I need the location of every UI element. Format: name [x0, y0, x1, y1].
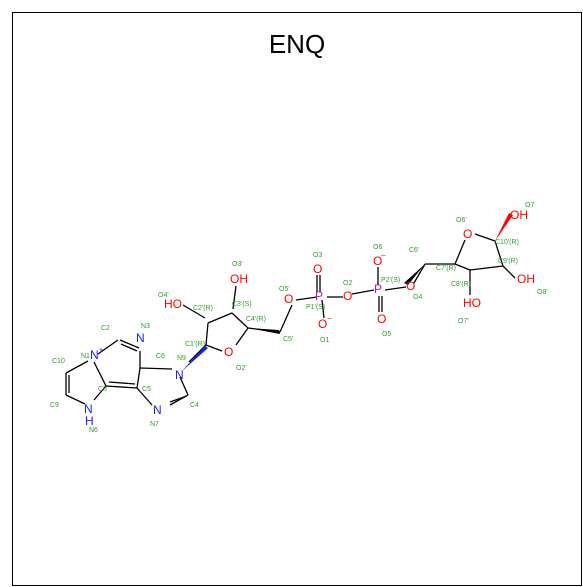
label-p2: P2'(S): [381, 277, 400, 284]
atom-oh-o7: OH: [510, 208, 528, 222]
wedge-bond-c6: [404, 264, 425, 285]
label-c1r: C1'(R): [185, 341, 205, 348]
label-o7p: O7': [458, 318, 469, 325]
label-o4: O4: [413, 294, 422, 301]
atom-ho-o7p: HO: [463, 296, 481, 310]
label-n1: N1: [81, 353, 90, 360]
label-c2: C2: [101, 325, 110, 332]
atom-nh: N: [84, 402, 93, 416]
atom-n9: N: [175, 368, 184, 382]
label-c5: C5: [142, 386, 151, 393]
atom-oh-top: OH: [230, 272, 248, 286]
label-o3: O3: [313, 252, 322, 259]
atom-o-neg1: O: [318, 317, 327, 331]
label-o6p: O6': [456, 217, 467, 224]
label-n9: N9: [177, 355, 186, 362]
atom-p2: P: [374, 282, 382, 296]
atom-n7: N: [153, 403, 162, 417]
atom-minus1: −: [327, 314, 332, 323]
label-c8r: C8'(R): [451, 281, 471, 288]
atom-oh-o8: OH: [517, 272, 535, 286]
label-o4p: O4': [158, 292, 169, 299]
label-n6: N6: [89, 427, 98, 434]
label-c5p: C5': [283, 336, 293, 343]
diagram-title: ENQ: [268, 29, 326, 59]
label-c6: C6: [156, 353, 165, 360]
atom-n3: N: [136, 331, 145, 345]
label-o7: O7: [525, 202, 534, 209]
label-c7r: C7'(R): [436, 265, 456, 272]
atom-h: H: [85, 414, 94, 428]
atom-o2: O: [343, 289, 352, 303]
label-c9: C9: [50, 402, 59, 409]
label-n7: N7: [150, 421, 159, 428]
label-o1: O1: [320, 337, 329, 344]
wedge-bond-n9: [181, 346, 208, 372]
bond-lines: [65, 233, 516, 406]
label-c4r: C4'(R): [246, 316, 266, 323]
label-c9r: C9'(R): [498, 258, 518, 265]
atom-o-dbl1: O: [313, 262, 322, 276]
diagram-frame: ENQ: [12, 12, 582, 586]
atom-ho-left: HO: [164, 297, 182, 311]
label-c3s: C3'(S): [232, 301, 252, 308]
label-n3: N3: [141, 323, 150, 330]
wedge-bond-c10: [495, 213, 513, 241]
atom-o-dbl2: O: [377, 312, 386, 326]
label-o8p: O8': [537, 289, 548, 296]
label-o5p: O5': [279, 286, 290, 293]
atom-p1: P: [315, 289, 323, 303]
atom-o6p: O: [463, 227, 472, 241]
label-c10: C10: [52, 358, 65, 365]
label-p1: P1'(S): [306, 304, 325, 311]
label-o6: O6: [373, 244, 382, 251]
label-c10r: C10'(R): [495, 239, 519, 246]
label-c8: C8: [98, 386, 107, 393]
label-o5: O5: [382, 331, 391, 338]
label-o2p: O2': [236, 365, 247, 372]
label-c2r: C2'(R): [193, 305, 213, 312]
wedge-bond-c4: [248, 328, 280, 334]
label-o2: O2: [343, 280, 352, 287]
atom-o5p: O: [284, 292, 293, 306]
label-c4: C4: [190, 402, 199, 409]
atom-n-plus: +: [99, 347, 103, 354]
label-c6p: C6': [409, 247, 419, 254]
atom-o4: O: [406, 279, 415, 293]
atom-o-ribose: O: [224, 345, 233, 359]
atom-minus2: −: [381, 251, 386, 260]
label-o3p: O3': [232, 261, 243, 268]
atom-n1: N: [90, 348, 99, 362]
atom-o-neg2: O: [373, 254, 382, 268]
